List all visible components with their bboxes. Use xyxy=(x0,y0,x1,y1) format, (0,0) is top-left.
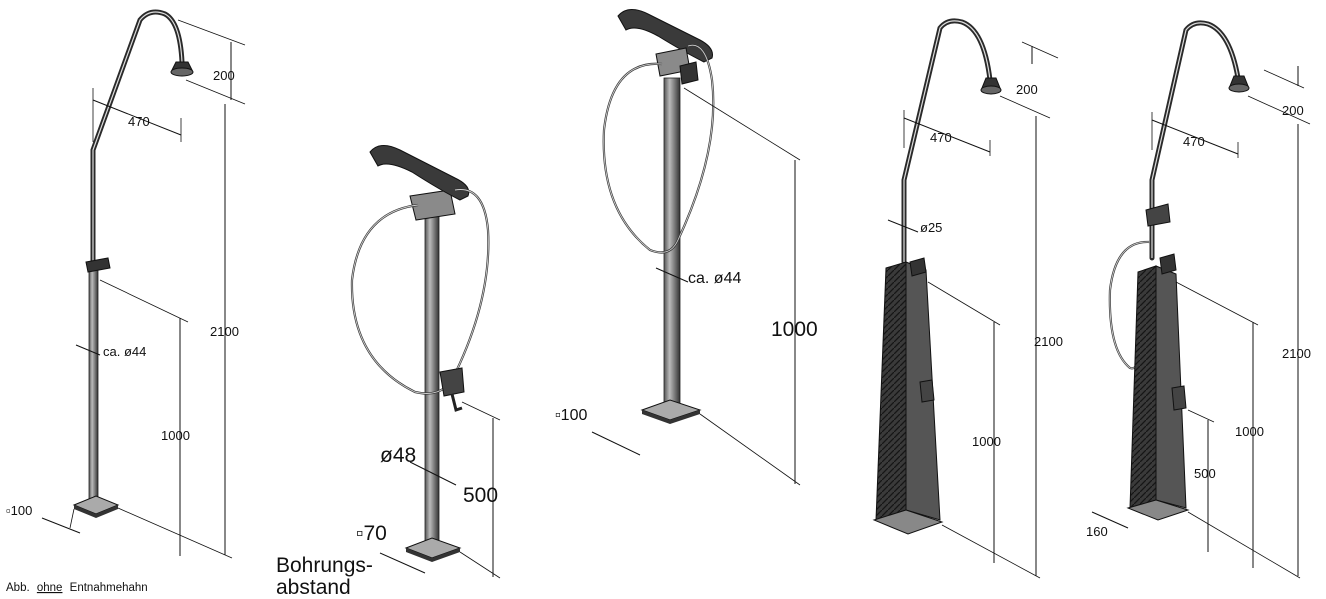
shower-2-column-with-hose: 500 ø48 ▫70 Bohrungs- abstand xyxy=(276,145,501,599)
shower-5-valve xyxy=(1159,253,1177,275)
caption-suffix: Entnahmehahn xyxy=(70,582,148,594)
shower-5-dim-tap-height: 500 xyxy=(1194,466,1216,481)
shower-4-column-with-cladding: 200 470 ø25 2100 1000 xyxy=(872,18,1063,579)
shower-4-dim-total-height: 2100 xyxy=(1034,334,1063,349)
shower-3-dim-base: ▫100 xyxy=(555,407,587,424)
shower-4-cladding-front xyxy=(875,261,907,521)
shower-4-dim-arm-diameter: ø25 xyxy=(920,220,942,235)
shower-5-dim-total-height: 2100 xyxy=(1282,346,1311,361)
shower-4-tap xyxy=(919,379,935,403)
shower-2-base-note-line1: Bohrungs- xyxy=(276,554,373,577)
shower-4-valve xyxy=(909,257,927,277)
shower-1-dim-valve-height: 1000 xyxy=(161,428,190,443)
shower-4-base-plate xyxy=(872,509,944,535)
shower-5-hand-shower xyxy=(1145,203,1171,227)
shower-2-tap xyxy=(439,367,465,397)
shower-5-cladding-front xyxy=(1129,265,1157,509)
figure-caption: Abb. ohne Entnahmehahn xyxy=(6,582,148,594)
shower-2-holder xyxy=(409,189,456,221)
shower-4-dim-arm-reach: 470 xyxy=(930,130,952,145)
shower-1-dim-head-drop: 200 xyxy=(213,68,235,83)
shower-3-column-with-hose: 1000 ca. ø44 ▫100 xyxy=(555,9,818,486)
shower-3-valve xyxy=(679,61,699,85)
shower-2-hose xyxy=(350,188,490,395)
caption-emphasis: ohne xyxy=(37,582,63,594)
shower-1-dim-total-height: 2100 xyxy=(210,324,239,339)
shower-5-dim-arm-reach: 470 xyxy=(1183,134,1205,149)
shower-2-dim-pipe-diameter: ø48 xyxy=(380,444,416,467)
shower-1-dim-base: ▫100 xyxy=(6,503,32,518)
shower-1-valve xyxy=(85,257,111,273)
shower-5-tap xyxy=(1171,385,1187,411)
shower-1-column-with-head: 200 470 2100 1000 ca. ø44 ▫100 xyxy=(6,9,246,559)
shower-1-pole xyxy=(88,267,99,509)
shower-3-dim-pipe-diameter: ca. ø44 xyxy=(688,270,741,287)
shower-5-dim-valve-height: 1000 xyxy=(1235,424,1264,439)
shower-5-base-plate xyxy=(1126,499,1190,521)
shower-1-arm xyxy=(90,9,185,271)
shower-4-dim-valve-height: 1000 xyxy=(972,434,1001,449)
shower-1-dim-pipe-diameter: ca. ø44 xyxy=(103,344,146,359)
shower-2-base-note-line2: abstand xyxy=(276,576,351,599)
shower-2-dim-tap-height: 500 xyxy=(463,484,498,507)
shower-1-dim-arm-reach: 470 xyxy=(128,114,150,129)
shower-5-column-with-cladding-and-hose: 200 470 2100 1000 500 160 xyxy=(1086,20,1311,579)
shower-2-dim-base: ▫70 xyxy=(356,522,387,545)
shower-2-hand-shower xyxy=(369,145,470,201)
shower-3-dim-height: 1000 xyxy=(771,318,818,341)
shower-4-dim-head-drop: 200 xyxy=(1016,82,1038,97)
shower-5-dim-base: 160 xyxy=(1086,524,1108,539)
shower-5-dim-head-drop: 200 xyxy=(1282,103,1304,118)
shower-2-pole xyxy=(424,211,440,543)
caption-prefix: Abb. xyxy=(6,582,30,594)
